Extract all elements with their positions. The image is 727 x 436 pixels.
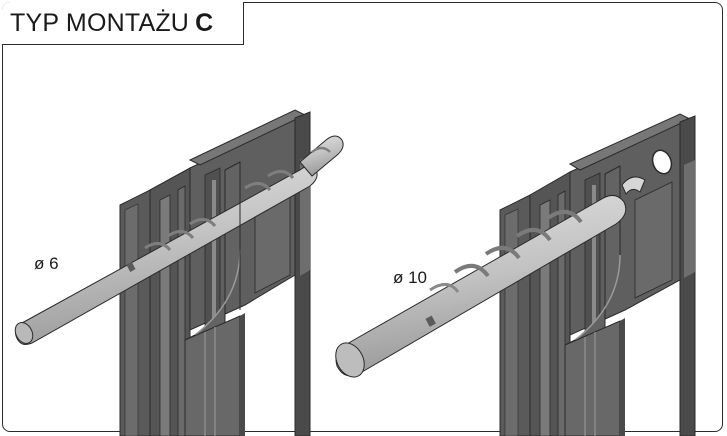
drill-left [14,135,344,345]
drill-label-6mm: ø 6 [34,254,59,273]
drill-label-10mm: ø 10 [393,268,428,287]
title-box: TYP MONTAŻU C [2,2,244,45]
diagram-frame [2,2,723,432]
profile-left-front [239,200,245,436]
title-letter: C [195,8,214,37]
title-text: TYP MONTAŻU [10,8,190,37]
profile-right-front [620,318,625,436]
drill-right [335,195,627,378]
